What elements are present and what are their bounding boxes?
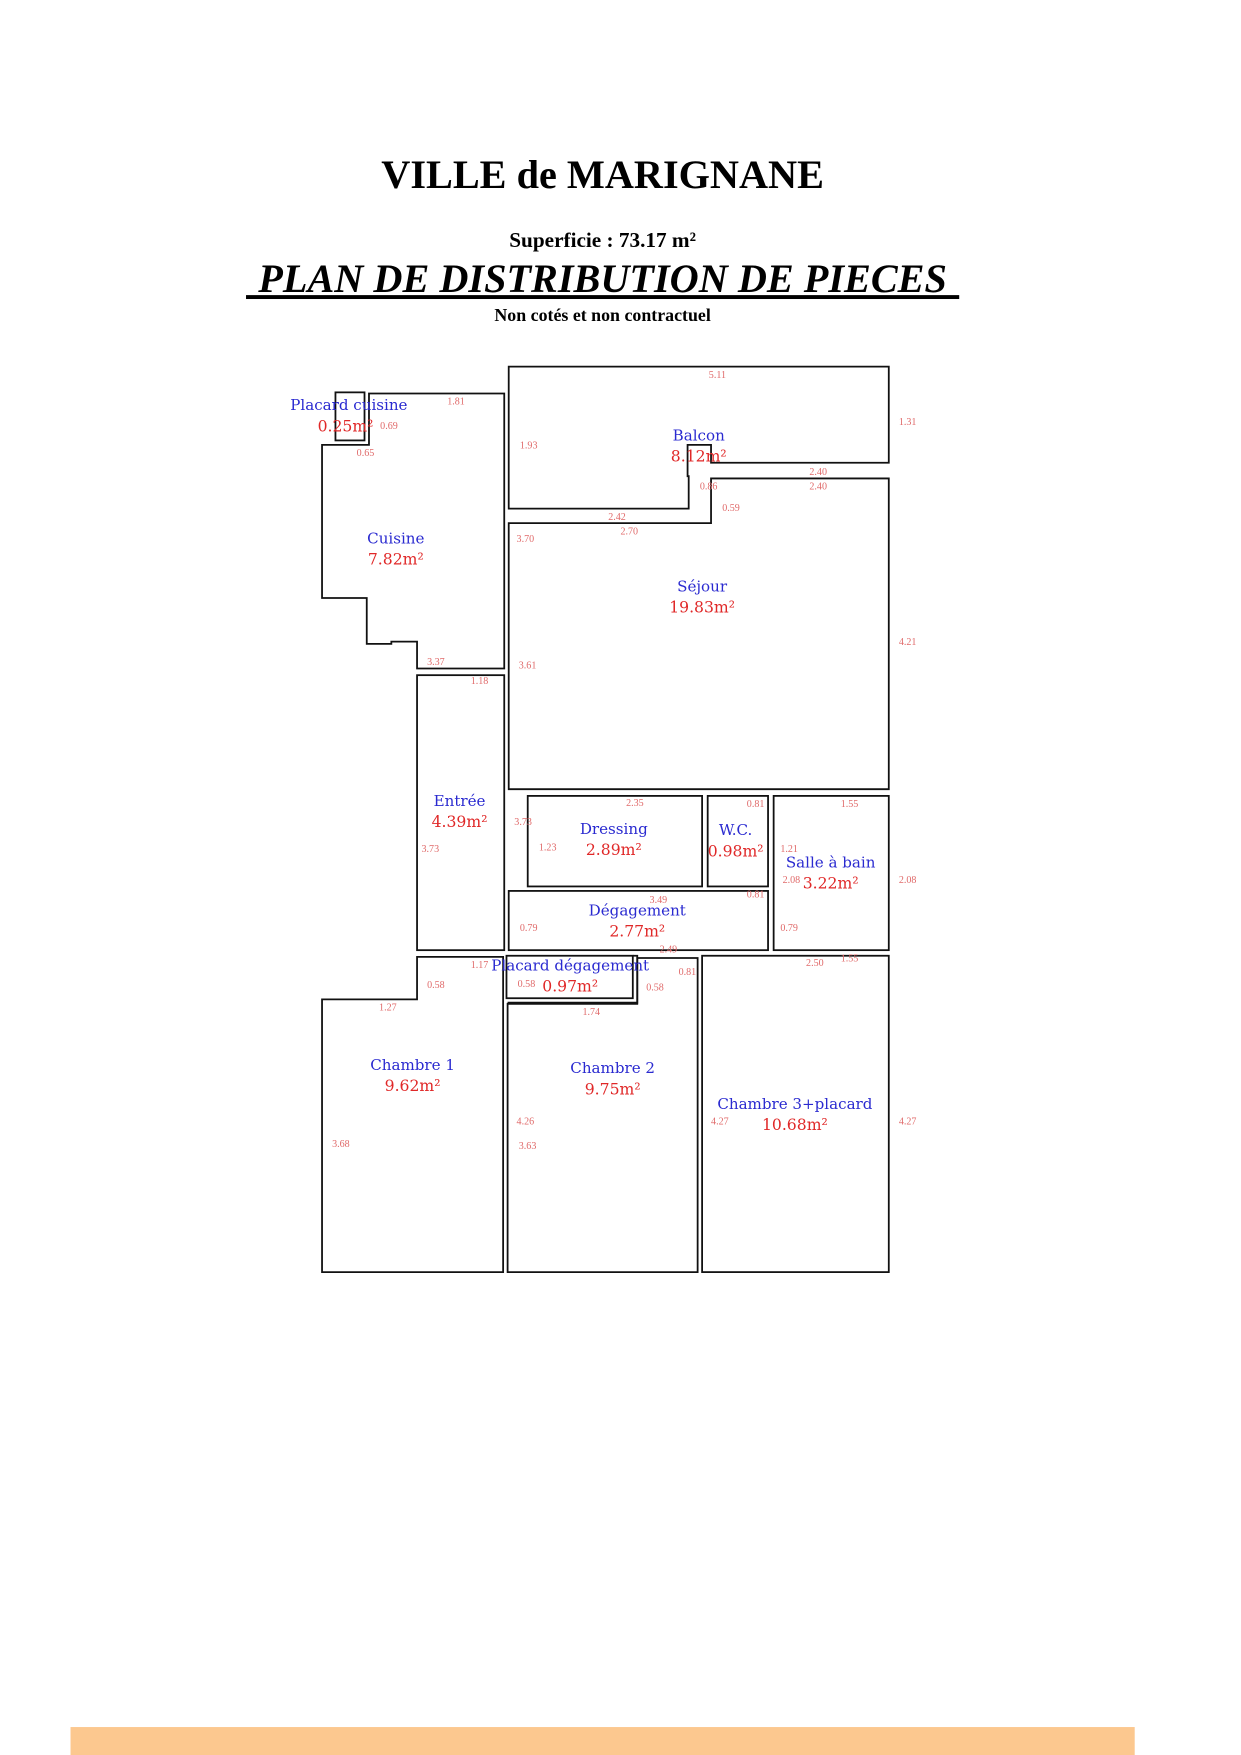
room-area-d-gagement: 2.77m² <box>609 922 665 941</box>
dimension-label: 3.37 <box>427 657 445 668</box>
dimension-label: 3.68 <box>332 1139 350 1150</box>
dimension-label: 0.58 <box>518 979 536 990</box>
room-outline-degagement <box>507 890 769 952</box>
room-area-cuisine: 7.82m² <box>368 550 424 569</box>
dimension-label: 2.40 <box>809 467 827 478</box>
dimension-label: 0.79 <box>780 923 798 934</box>
room-name-balcon: Balcon <box>673 426 725 444</box>
dimension-label: 0.59 <box>722 503 740 514</box>
room-name-cuisine: Cuisine <box>367 529 424 547</box>
dimension-label: 3.73 <box>422 844 440 855</box>
room-name-s-jour: Séjour <box>677 577 728 595</box>
dimension-label: 0.79 <box>520 923 538 934</box>
room-outline-salle-bain <box>772 795 890 952</box>
room-labels: Placard cuisine 0.25m² Cuisine 7.82m² Balcon… <box>290 396 876 1134</box>
city-title: VILLE de MARIGNANE <box>381 152 824 197</box>
dimension-label: 1.17 <box>471 960 489 971</box>
room-outline-chambre-3 <box>701 954 890 1273</box>
dimension-label: 1.27 <box>379 1003 397 1014</box>
dimension-label: 2.08 <box>783 875 801 886</box>
dimension-label: 3.73 <box>514 817 532 828</box>
room-area-s-jour: 19.83m² <box>669 598 735 617</box>
dimension-label: 4.27 <box>711 1117 729 1128</box>
room-outline-chambre-1 <box>321 955 505 1273</box>
room-name-chambre-2: Chambre 2 <box>570 1059 655 1077</box>
room-name-chambre-3-placard: Chambre 3+placard <box>717 1095 872 1113</box>
dimension-label: 2.49 <box>660 944 678 955</box>
room-name-placard-d-gagement: Placard dégagement <box>491 956 649 974</box>
dimension-label: 3.70 <box>517 534 535 545</box>
room-area-salle-bain: 3.22m² <box>803 874 859 893</box>
dimension-label: 3.63 <box>519 1141 537 1152</box>
dimension-label: 1.81 <box>447 397 465 408</box>
dimension-label: 2.08 <box>899 875 917 886</box>
room-outline-wc <box>706 795 769 888</box>
dimension-label: 4.27 <box>899 1117 917 1128</box>
dimension-label: 1.74 <box>582 1007 600 1018</box>
room-outline-balcon <box>507 365 890 510</box>
room-outline-chambre-2 <box>506 957 699 1273</box>
room-area-chambre-3-placard: 10.68m² <box>762 1115 828 1134</box>
dimension-label: 3.49 <box>650 895 668 906</box>
dimension-label: 0.58 <box>646 982 664 993</box>
room-name-dressing: Dressing <box>580 820 648 838</box>
dimension-label: 5.11 <box>709 370 726 381</box>
dimension-label: 1.93 <box>520 440 538 451</box>
room-area-entr-e: 4.39m² <box>432 812 488 831</box>
dimension-label: 0.86 <box>700 482 718 493</box>
dimension-label: 2.35 <box>626 798 644 809</box>
walls <box>321 365 890 1273</box>
room-area-chambre-2: 9.75m² <box>585 1079 641 1098</box>
room-name-salle-bain: Salle à bain <box>786 853 876 871</box>
dimension-label: 0.65 <box>357 448 375 459</box>
dimension-label: 1.31 <box>899 417 917 428</box>
dimension-label: 2.70 <box>621 526 639 537</box>
room-outline-entree <box>416 674 506 952</box>
room-area-chambre-1: 9.62m² <box>385 1076 441 1095</box>
dimension-label: 1.55 <box>841 953 859 964</box>
dimension-label: 4.21 <box>899 637 917 648</box>
room-outline-sejour <box>507 477 890 791</box>
dimension-label: 2.42 <box>608 512 626 523</box>
dimension-labels: 1.81 0.69 0.65 5.11 1.31 1.93 2.40 2.40 0.86 0.59… <box>332 370 916 1152</box>
room-outline-placard-cuisine <box>334 391 366 442</box>
room-area-balcon: 8.12m² <box>671 447 727 466</box>
dimension-label: 0.81 <box>747 799 765 810</box>
dimension-label: 2.50 <box>806 958 824 969</box>
room-name-w-c-: W.C. <box>719 821 752 839</box>
dimension-label: 0.81 <box>747 890 765 901</box>
plan-title: PLAN DE DISTRIBUTION DE PIECES <box>257 256 947 301</box>
dimension-label: 0.58 <box>427 980 445 991</box>
room-name-d-gagement: Dégagement <box>589 902 686 920</box>
room-area-placard-d-gagement: 0.97m² <box>542 977 598 996</box>
disclaimer: Non cotés et non contractuel <box>494 305 710 325</box>
room-name-entr-e: Entrée <box>434 792 486 810</box>
dimension-label: 1.23 <box>539 843 557 854</box>
room-area-dressing: 2.89m² <box>586 840 642 859</box>
dimension-label: 0.69 <box>380 421 398 432</box>
dimension-label: 1.21 <box>780 844 798 855</box>
footer-bar <box>70 1727 1135 1755</box>
dimension-label: 1.18 <box>471 676 489 687</box>
surface-total: Superficie : 73.17 m² <box>509 228 696 252</box>
room-area-w-c-: 0.98m² <box>708 841 764 860</box>
title-underline <box>246 295 960 300</box>
room-name-chambre-1: Chambre 1 <box>370 1056 455 1074</box>
room-name-placard-cuisine: Placard cuisine <box>290 396 407 414</box>
dimension-label: 2.40 <box>809 482 827 493</box>
room-area-placard-cuisine: 0.25m² <box>318 416 374 435</box>
dimension-label: 4.26 <box>517 1117 535 1128</box>
room-outline-placard-degagement <box>505 954 634 1000</box>
room-outline-cuisine <box>321 392 506 670</box>
dimension-label: 1.55 <box>841 799 859 810</box>
dimension-label: 0.81 <box>679 967 697 978</box>
dimension-label: 3.61 <box>519 660 537 671</box>
room-outline-dressing <box>526 795 703 888</box>
